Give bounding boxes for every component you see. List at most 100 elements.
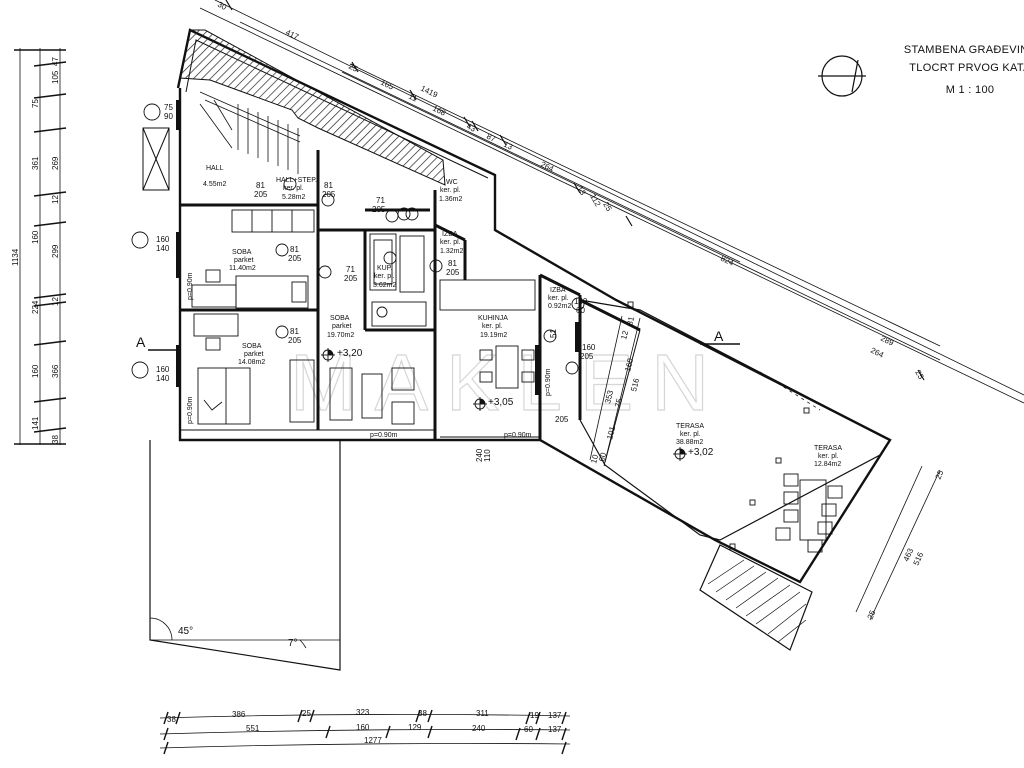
svg-text:12: 12: [51, 195, 60, 204]
svg-text:205: 205: [580, 352, 594, 361]
svg-text:160: 160: [623, 357, 635, 373]
svg-text:311: 311: [476, 709, 489, 718]
svg-text:45°: 45°: [178, 626, 193, 637]
svg-text:ker. pl.: ker. pl.: [680, 431, 701, 438]
yard-outline: [149, 440, 341, 671]
svg-text:ker. pl.: ker. pl.: [374, 273, 395, 280]
svg-text:160: 160: [582, 343, 596, 352]
svg-text:264: 264: [869, 346, 885, 360]
svg-text:SOBA: SOBA: [330, 315, 350, 322]
svg-text:parket: parket: [244, 351, 264, 358]
svg-text:205: 205: [322, 190, 336, 199]
svg-text:81: 81: [256, 181, 265, 190]
parapet-notes: p=0.90m p=0.90m p=0.90m p=0.90m p=0.90m: [187, 272, 552, 439]
room-hall: HALL 4.55m2: [203, 165, 226, 188]
svg-text:205: 205: [288, 336, 302, 345]
room-kup: KUP. ker. pl. 3.62m2: [373, 265, 396, 289]
svg-text:TERASA: TERASA: [676, 423, 704, 430]
svg-text:81: 81: [448, 259, 457, 268]
svg-text:71: 71: [346, 265, 355, 274]
svg-text:IZBA: IZBA: [442, 231, 458, 238]
drawing-title: STAMBENA GRAĐEVINA: [903, 44, 1024, 56]
svg-text:TERASA: TERASA: [814, 445, 842, 452]
svg-text:p=0.90m: p=0.90m: [504, 432, 532, 439]
drawing-scale: M 1 : 100: [945, 84, 995, 96]
svg-text:87: 87: [485, 132, 497, 144]
svg-text:38: 38: [418, 709, 427, 718]
svg-text:SOBA: SOBA: [232, 249, 252, 256]
svg-text:25: 25: [866, 609, 878, 621]
svg-text:160: 160: [31, 230, 40, 244]
svg-text:366: 366: [51, 364, 60, 378]
svg-text:38: 38: [167, 715, 176, 724]
svg-text:12: 12: [619, 329, 630, 340]
dimension-labels-top: 30 417 25 165 11 168 43 87 13 264 13 112…: [216, 0, 926, 381]
room-labels: HALL 4.55m2 HALL+STEP. ker. pl. 5.28m2 W…: [203, 165, 842, 468]
svg-text:p=0.90m: p=0.90m: [545, 368, 552, 396]
svg-text:240: 240: [475, 448, 484, 462]
external-boxes: [142, 127, 170, 191]
svg-text:81: 81: [625, 315, 636, 326]
svg-text:75: 75: [31, 99, 40, 108]
svg-text:323: 323: [356, 708, 370, 717]
svg-text:ker. pl.: ker. pl.: [440, 239, 461, 246]
svg-text:353: 353: [603, 389, 615, 405]
svg-text:205: 205: [344, 274, 358, 283]
svg-text:1.32m2: 1.32m2: [440, 248, 463, 255]
dimension-labels-right: 25 463 516 25: [866, 469, 946, 621]
svg-text:205: 205: [288, 254, 302, 263]
angle-labels: 45° 7°: [178, 626, 298, 649]
room-kuhinja: KUHINJA ker. pl. 19.19m2: [478, 315, 508, 339]
svg-text:75: 75: [164, 103, 173, 112]
svg-text:ker. pl.: ker. pl.: [440, 187, 461, 194]
svg-text:1419: 1419: [419, 84, 439, 100]
dimension-labels-bottom: 38 386 25 323 38 311 19 137 551 160 129 …: [167, 708, 562, 745]
svg-text:1134: 1134: [11, 248, 20, 266]
window-markers: [176, 100, 580, 395]
svg-text:13: 13: [502, 140, 514, 152]
dimension-lines-terrace: [589, 315, 641, 467]
svg-text:+3,20: +3,20: [337, 348, 363, 359]
svg-text:81: 81: [290, 327, 299, 336]
svg-text:60: 60: [597, 451, 608, 462]
svg-text:105: 105: [51, 70, 60, 84]
svg-text:240: 240: [472, 724, 486, 733]
svg-text:7°: 7°: [288, 638, 298, 649]
room-terasa-1: TERASA ker. pl. 38.88m2: [676, 423, 704, 446]
svg-text:25: 25: [347, 62, 359, 74]
building-walls: [176, 28, 892, 651]
svg-text:11.40m2: 11.40m2: [229, 265, 256, 272]
svg-text:19: 19: [530, 711, 539, 720]
svg-text:SOBA: SOBA: [242, 343, 262, 350]
svg-text:205: 205: [555, 415, 569, 424]
room-hall-stair: HALL+STEP. ker. pl. 5.28m2: [276, 177, 317, 201]
svg-text:25: 25: [302, 709, 311, 718]
svg-text:parket: parket: [234, 257, 254, 264]
room-soba-3: SOBA parket 14.08m2: [238, 343, 265, 366]
svg-text:224: 224: [31, 300, 40, 314]
svg-text:ker. pl.: ker. pl.: [818, 453, 839, 460]
svg-text:12.84m2: 12.84m2: [814, 461, 841, 468]
opening-callouts: [131, 103, 585, 379]
svg-text:110: 110: [483, 449, 492, 462]
svg-text:101: 101: [605, 425, 617, 441]
svg-text:71: 71: [376, 196, 385, 205]
svg-text:160: 160: [574, 297, 588, 306]
svg-text:p=0.90m: p=0.90m: [187, 396, 194, 424]
svg-text:160: 160: [156, 365, 170, 374]
svg-text:417: 417: [284, 28, 300, 42]
room-izba-2: IZBA ker. pl. 0.92m2: [548, 287, 571, 310]
svg-text:A: A: [714, 328, 724, 344]
svg-text:75: 75: [613, 397, 624, 408]
svg-text:KUHINJA: KUHINJA: [478, 315, 508, 322]
svg-text:WC: WC: [446, 179, 458, 186]
room-terasa-2: TERASA ker. pl. 12.84m2: [814, 445, 842, 468]
north-arrow-icon: [818, 55, 866, 97]
svg-text:43: 43: [465, 122, 477, 134]
svg-text:p=0.90m: p=0.90m: [187, 272, 194, 300]
svg-text:137: 137: [548, 711, 562, 720]
dimension-lines-bottom: [159, 709, 571, 755]
svg-text:19.70m2: 19.70m2: [327, 332, 354, 339]
svg-text:19.19m2: 19.19m2: [480, 332, 507, 339]
